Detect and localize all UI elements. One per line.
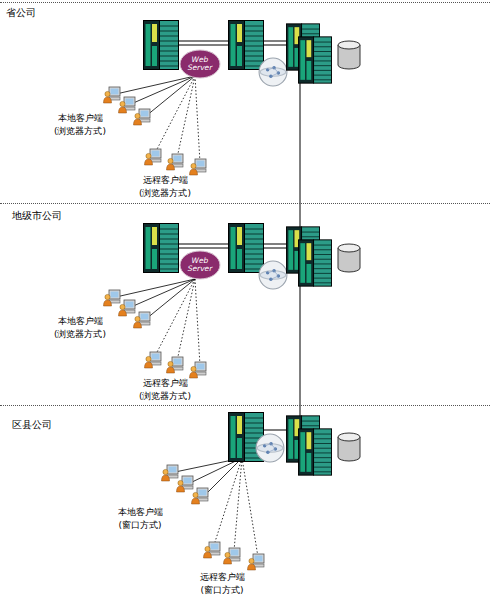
level-heading: 区县公司 [12,419,52,431]
level-heading: 地级市公司 [12,210,62,222]
server-name: Web Server [179,250,221,280]
client-label: 本地客户端 (浏览器方式) [45,315,115,341]
level-band: Web Server 省公司 [0,2,490,203]
client-label: 远程客户端 (浏览器方式) [130,377,200,403]
oval-shape [180,50,220,78]
level-heading: 省公司 [6,7,36,19]
web-server-oval: Web Server [179,250,221,280]
client-label: 远程客户端 (窗口方式) [187,571,257,597]
server-name: Web Server [179,49,221,79]
province-equipment [104,21,361,176]
client-label: 本地客户端 (窗口方式) [105,506,175,532]
county-equipment [162,413,361,571]
web-server-oval: Web Server [179,49,221,79]
oval-shape [180,251,220,279]
level-band: 区县公司 [0,405,490,599]
level-band: Web Server 地级市公司 [0,203,490,405]
client-label: 远程客户端 (浏览器方式) [130,174,200,200]
client-label: 本地客户端 (浏览器方式) [45,112,115,138]
city-equipment [104,224,361,379]
